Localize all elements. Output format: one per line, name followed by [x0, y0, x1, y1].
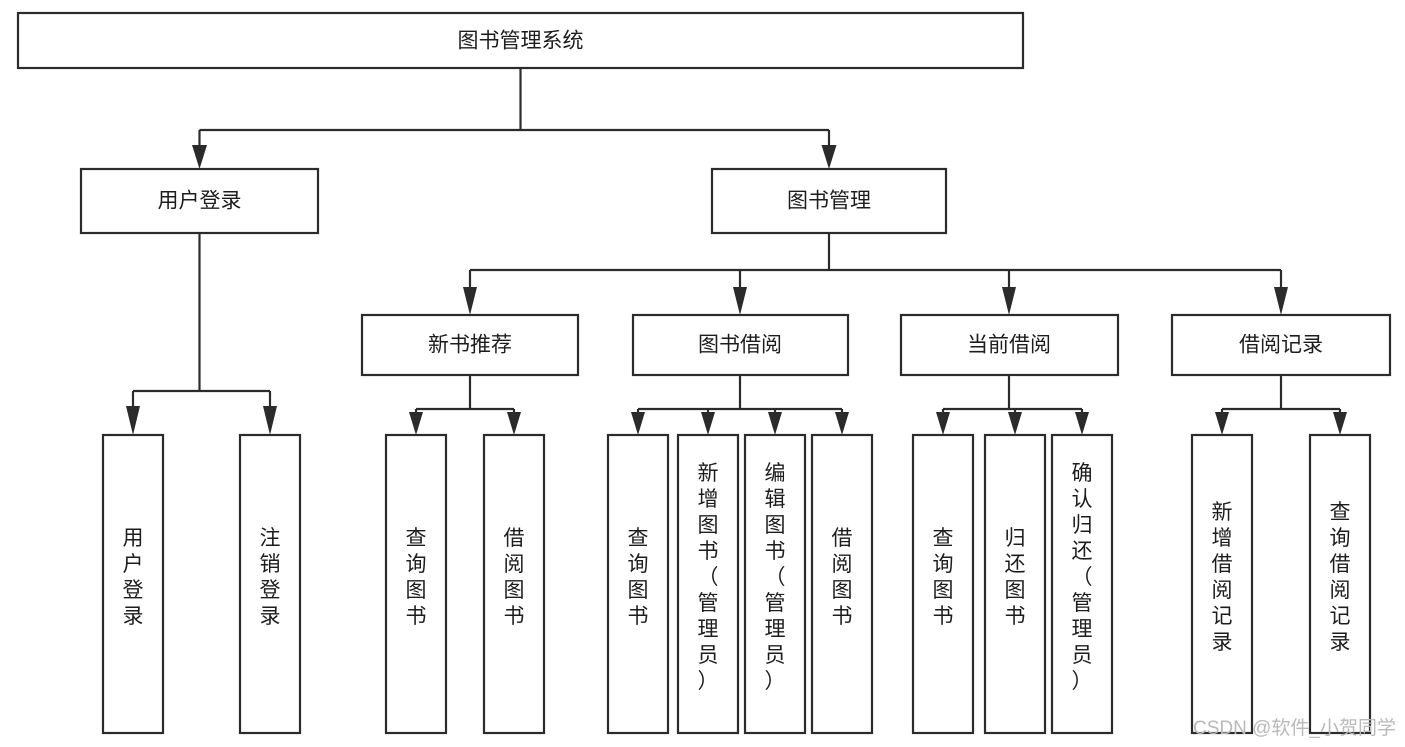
node-leaf-bb-add-label: 新增图书（管理员） — [698, 462, 719, 693]
node-book-manage-label: 图书管理 — [787, 190, 871, 213]
node-leaf-cb-confirm[interactable]: 确认归还（管理员） — [1050, 433, 1114, 735]
arrow-head-leaf-bb-query — [631, 412, 645, 435]
node-leaf-br-query-label: 查询借阅记录 — [1330, 501, 1351, 654]
node-leaf-logout[interactable]: 注销登录 — [238, 433, 302, 735]
node-leaf-br-add[interactable]: 新增借阅记录 — [1190, 433, 1254, 735]
node-leaf-bb-add-rect[interactable] — [676, 433, 740, 735]
arrow-head-user-login — [192, 145, 207, 169]
node-leaf-bb-edit[interactable]: 编辑图书（管理员） — [743, 433, 807, 735]
node-leaf-bb-edit-rect[interactable] — [743, 433, 807, 735]
node-leaf-bb-add[interactable]: 新增图书（管理员） — [676, 433, 740, 735]
node-leaf-rec-borrow[interactable]: 借阅图书 — [482, 433, 546, 735]
node-user-login[interactable]: 用户登录 — [79, 167, 320, 235]
node-book-borrow-rect[interactable] — [631, 313, 850, 377]
node-leaf-br-add-label: 新增借阅记录 — [1212, 501, 1233, 654]
arrow-head-borrow-record — [1274, 287, 1288, 315]
node-book-borrow-label: 图书借阅 — [698, 334, 782, 357]
arrow-head-book-manage — [821, 145, 837, 169]
arrow-head-leaf-rec-borrow — [507, 412, 521, 435]
node-user-login-label: 用户登录 — [158, 190, 242, 213]
node-leaf-user-login[interactable]: 用户登录 — [101, 433, 165, 735]
node-leaf-br-add-rect[interactable] — [1190, 433, 1254, 735]
node-leaf-bb-query-label: 查询图书 — [628, 527, 649, 628]
node-book-borrow[interactable]: 图书借阅 — [631, 313, 850, 377]
arrow-head-leaf-bb-edit — [768, 412, 782, 435]
node-leaf-bb-edit-label: 编辑图书（管理员） — [765, 462, 786, 693]
node-borrow-record[interactable]: 借阅记录 — [1170, 313, 1392, 377]
watermark-label: CSDN @软件_小贺同学 — [1193, 717, 1396, 739]
node-leaf-cb-query[interactable]: 查询图书 — [911, 433, 975, 735]
node-current-borrow-rect[interactable] — [899, 313, 1120, 377]
arrow-head-leaf-br-add — [1215, 412, 1229, 435]
node-new-book-rec[interactable]: 新书推荐 — [360, 313, 580, 377]
node-leaf-cb-return-label: 归还图书 — [1005, 527, 1026, 628]
arrow-head-current-borrow — [1002, 287, 1016, 315]
node-book-manage-rect[interactable] — [710, 167, 948, 235]
node-borrow-record-rect[interactable] — [1170, 313, 1392, 377]
node-leaf-logout-rect[interactable] — [238, 433, 302, 735]
arrow-head-leaf-user-login — [126, 406, 140, 435]
node-root-label: 图书管理系统 — [458, 30, 584, 53]
node-leaf-bb-borrow[interactable]: 借阅图书 — [810, 433, 874, 735]
node-leaf-rec-borrow-label: 借阅图书 — [504, 527, 525, 628]
node-leaf-user-login-rect[interactable] — [101, 433, 165, 735]
arrow-head-leaf-cb-confirm — [1075, 412, 1089, 435]
node-leaf-logout-label: 注销登录 — [260, 527, 281, 628]
node-leaf-bb-borrow-rect[interactable] — [810, 433, 874, 735]
node-leaf-cb-return[interactable]: 归还图书 — [983, 433, 1047, 735]
node-current-borrow-label: 当前借阅 — [967, 334, 1051, 357]
node-borrow-record-label: 借阅记录 — [1239, 334, 1323, 357]
node-leaf-bb-query-rect[interactable] — [606, 433, 670, 735]
node-leaf-br-query-rect[interactable] — [1308, 433, 1372, 735]
node-leaf-br-query[interactable]: 查询借阅记录 — [1308, 433, 1372, 735]
node-leaf-cb-query-rect[interactable] — [911, 433, 975, 735]
node-leaf-bb-borrow-label: 借阅图书 — [832, 527, 853, 628]
arrow-head-leaf-bb-add — [701, 412, 715, 435]
node-leaf-bb-query[interactable]: 查询图书 — [606, 433, 670, 735]
node-leaf-rec-query[interactable]: 查询图书 — [384, 433, 448, 735]
node-leaf-user-login-label: 用户登录 — [123, 527, 144, 628]
arrow-head-book-borrow — [733, 287, 747, 315]
arrow-head-new-book-rec — [463, 287, 477, 315]
node-leaf-rec-query-rect[interactable] — [384, 433, 448, 735]
node-leaf-rec-query-label: 查询图书 — [406, 527, 427, 628]
arrow-head-leaf-bb-borrow — [835, 412, 849, 435]
node-new-book-rec-rect[interactable] — [360, 313, 580, 377]
connector-layer — [126, 68, 1347, 435]
node-leaf-cb-query-label: 查询图书 — [933, 527, 954, 628]
node-leaf-cb-confirm-label: 确认归还（管理员） — [1072, 462, 1093, 693]
arrow-head-leaf-cb-query — [936, 412, 950, 435]
arrow-head-leaf-br-query — [1333, 412, 1347, 435]
node-new-book-rec-label: 新书推荐 — [428, 334, 512, 357]
node-root[interactable]: 图书管理系统 — [16, 11, 1025, 70]
node-current-borrow[interactable]: 当前借阅 — [899, 313, 1120, 377]
node-book-manage[interactable]: 图书管理 — [710, 167, 948, 235]
node-leaf-rec-borrow-rect[interactable] — [482, 433, 546, 735]
node-user-login-rect[interactable] — [79, 167, 320, 235]
arrow-head-leaf-logout — [263, 406, 277, 435]
arrow-head-leaf-cb-return — [1008, 412, 1022, 435]
node-leaf-cb-confirm-rect[interactable] — [1050, 433, 1114, 735]
node-leaf-cb-return-rect[interactable] — [983, 433, 1047, 735]
arrow-head-leaf-rec-query — [409, 412, 423, 435]
node-root-rect[interactable] — [16, 11, 1025, 70]
